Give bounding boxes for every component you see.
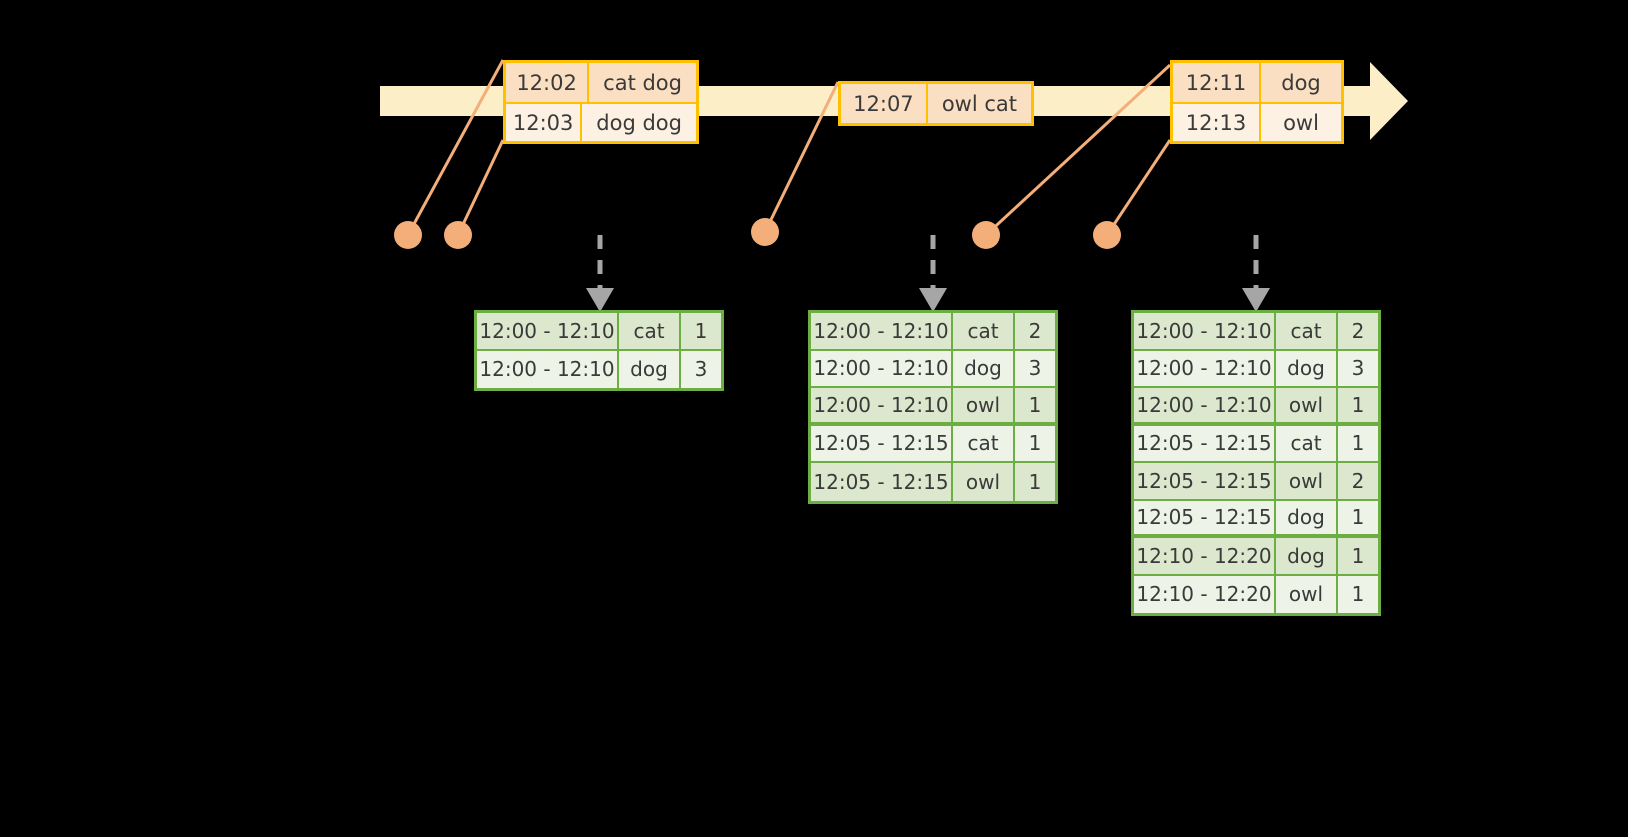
table-row[interactable]: 12:00 - 12:10 dog 3 [811,350,1055,388]
emit-arrows [586,235,1270,312]
connector-line-3 [763,81,840,233]
table-row[interactable]: 12:00 - 12:10 dog 3 [477,350,721,388]
table-row[interactable]: 12:00 - 12:10 cat 2 [1134,313,1378,351]
cell-count: 1 [1338,538,1378,574]
cell-word: dog [1276,350,1338,386]
cell-window: 12:00 - 12:10 [1134,388,1276,422]
cell-window: 12:10 - 12:20 [1134,575,1276,613]
table-row[interactable]: 12:05 - 12:15 cat 1 [1134,425,1378,463]
table-row[interactable]: 12:05 - 12:15 dog 1 [1134,500,1378,538]
event-dot-4 [972,221,1000,249]
emit-arrow-2 [919,235,947,312]
table-row[interactable]: 12:10 - 12:20 owl 1 [1134,575,1378,613]
cell-count: 3 [1015,350,1055,386]
cell-window: 12:05 - 12:15 [811,425,953,461]
event-row[interactable]: 12:03 dog dog [506,102,696,141]
event-time: 12:11 [1173,63,1261,102]
connector-line-1 [406,59,505,236]
cell-count: 1 [1015,425,1055,461]
table-row[interactable]: 12:00 - 12:10 cat 2 [811,313,1055,351]
cell-window: 12:05 - 12:15 [811,463,953,501]
event-time: 12:13 [1173,104,1261,141]
cell-window: 12:00 - 12:10 [1134,350,1276,386]
cell-window: 12:00 - 12:10 [811,350,953,386]
cell-window: 12:05 - 12:15 [1134,500,1276,534]
cell-window: 12:00 - 12:10 [811,388,953,422]
cell-word: cat [619,313,681,349]
cell-window: 12:00 - 12:10 [811,313,953,349]
cell-word: dog [619,350,681,388]
cell-window: 12:05 - 12:15 [1134,425,1276,461]
cell-count: 1 [1338,500,1378,534]
connector-line-5 [1105,139,1172,236]
table-row[interactable]: 12:00 - 12:10 owl 1 [811,388,1055,426]
event-time: 12:02 [506,63,590,102]
cell-count: 2 [1015,313,1055,349]
cell-window: 12:10 - 12:20 [1134,538,1276,574]
cell-count: 1 [1338,425,1378,461]
cell-word: cat [1276,313,1338,349]
table-row[interactable]: 12:00 - 12:10 dog 3 [1134,350,1378,388]
cell-count: 1 [1015,463,1055,501]
event-dots [394,218,1121,249]
event-row[interactable]: 12:13 owl [1173,102,1341,141]
cell-word: cat [953,425,1015,461]
event-dot-5 [1093,221,1121,249]
event-row[interactable]: 12:11 dog [1173,63,1341,102]
window-counts-table-1[interactable]: 12:00 - 12:10 cat 1 12:00 - 12:10 dog 3 [474,310,724,391]
cell-word: cat [953,313,1015,349]
cell-window: 12:00 - 12:10 [477,313,619,349]
table-row[interactable]: 12:00 - 12:10 cat 1 [477,313,721,351]
cell-count: 1 [1338,388,1378,422]
event-words: dog [1261,63,1341,102]
window-counts-table-3[interactable]: 12:00 - 12:10 cat 2 12:00 - 12:10 dog 3 … [1131,310,1381,616]
cell-word: owl [1276,463,1338,499]
event-row[interactable]: 12:07 owl cat [841,84,1031,123]
emit-arrow-3 [1242,235,1270,312]
table-row[interactable]: 12:05 - 12:15 owl 2 [1134,463,1378,501]
cell-count: 3 [681,350,721,388]
cell-count: 1 [1015,388,1055,422]
cell-window: 12:00 - 12:10 [477,350,619,388]
event-words: cat dog [589,63,696,102]
event-time: 12:07 [841,84,928,123]
cell-word: dog [1276,500,1338,534]
cell-word: dog [1276,538,1338,574]
cell-window: 12:00 - 12:10 [1134,313,1276,349]
event-dot-1 [394,221,422,249]
event-box-1[interactable]: 12:02 cat dog 12:03 dog dog [503,60,699,144]
table-row[interactable]: 12:05 - 12:15 cat 1 [811,425,1055,463]
cell-count: 3 [1338,350,1378,386]
event-words: dog dog [582,104,696,141]
cell-window: 12:05 - 12:15 [1134,463,1276,499]
event-words: owl [1261,104,1341,141]
cell-count: 1 [1338,575,1378,613]
event-box-2[interactable]: 12:07 owl cat [838,81,1034,126]
window-counts-table-2[interactable]: 12:00 - 12:10 cat 2 12:00 - 12:10 dog 3 … [808,310,1058,504]
event-box-3[interactable]: 12:11 dog 12:13 owl [1170,60,1344,144]
cell-word: owl [953,463,1015,501]
event-dot-3 [751,218,779,246]
cell-word: owl [1276,575,1338,613]
emit-arrow-1 [586,235,614,312]
table-row[interactable]: 12:05 - 12:15 owl 1 [811,463,1055,501]
event-row[interactable]: 12:02 cat dog [506,63,696,102]
connector-line-2 [456,139,505,236]
cell-count: 2 [1338,463,1378,499]
table-row[interactable]: 12:10 - 12:20 dog 1 [1134,538,1378,576]
event-dot-2 [444,221,472,249]
event-words: owl cat [927,84,1031,123]
event-time: 12:03 [506,104,583,141]
cell-word: owl [953,388,1015,422]
cell-word: owl [1276,388,1338,422]
cell-word: cat [1276,425,1338,461]
cell-count: 1 [681,313,721,349]
cell-word: dog [953,350,1015,386]
cell-count: 2 [1338,313,1378,349]
table-row[interactable]: 12:00 - 12:10 owl 1 [1134,388,1378,426]
